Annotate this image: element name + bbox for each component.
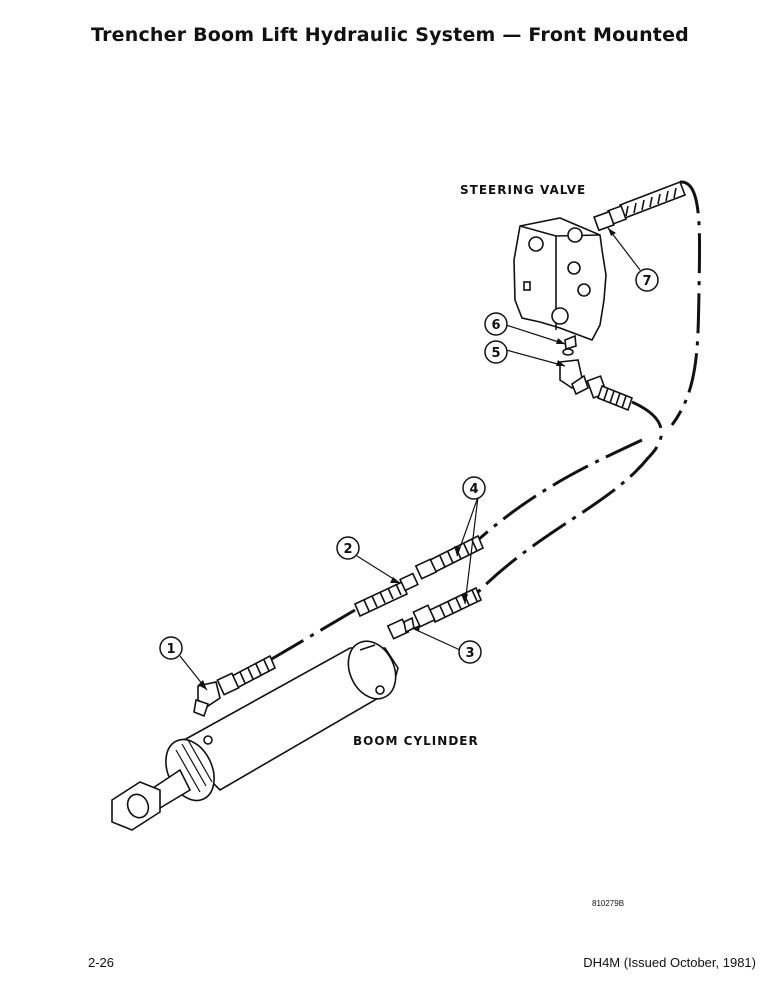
callout-3: 3 — [458, 640, 482, 664]
callout-7-number: 7 — [642, 274, 651, 289]
hose-lines — [269, 180, 702, 662]
callout-4: 4 — [462, 476, 486, 500]
fitting-4-assembly — [412, 534, 485, 628]
steering-valve — [513, 217, 607, 351]
callout-2-number: 2 — [343, 542, 352, 557]
callout-1: 1 — [159, 636, 183, 660]
callout-5-number: 5 — [491, 346, 500, 361]
steering-valve-label: STEERING VALVE — [460, 183, 586, 197]
page-number: 2-26 — [88, 955, 115, 970]
callout-2: 2 — [336, 536, 360, 560]
hose-upper-long — [477, 438, 643, 542]
callout-7: 7 — [635, 268, 659, 292]
callout-6: 6 — [484, 312, 508, 336]
fitting-2-assembly — [353, 572, 419, 618]
leader-arrowheads — [198, 228, 616, 690]
hose-upper-right — [670, 180, 702, 426]
boom-cylinder-label: BOOM CYLINDER — [353, 734, 479, 748]
fitting-1-assembly — [193, 654, 277, 718]
hose-to-cylinder — [269, 608, 356, 662]
page-title: Trencher Boom Lift Hydraulic System — Fr… — [91, 24, 689, 46]
hose-lower-long — [476, 400, 663, 594]
callout-4-number: 4 — [469, 482, 478, 497]
callout-3-number: 3 — [465, 646, 474, 661]
fitting-7-assembly — [593, 180, 687, 232]
callout-1-number: 1 — [166, 642, 175, 657]
callout-5: 5 — [484, 340, 508, 364]
fitting-5-6-assembly — [559, 348, 633, 412]
callout-6-number: 6 — [491, 318, 500, 333]
drawing-number: 810279B — [592, 899, 624, 908]
fitting-3-assembly — [386, 616, 415, 640]
document-reference: DH4M (Issued October, 1981) — [583, 955, 756, 970]
boom-cylinder — [111, 640, 399, 831]
